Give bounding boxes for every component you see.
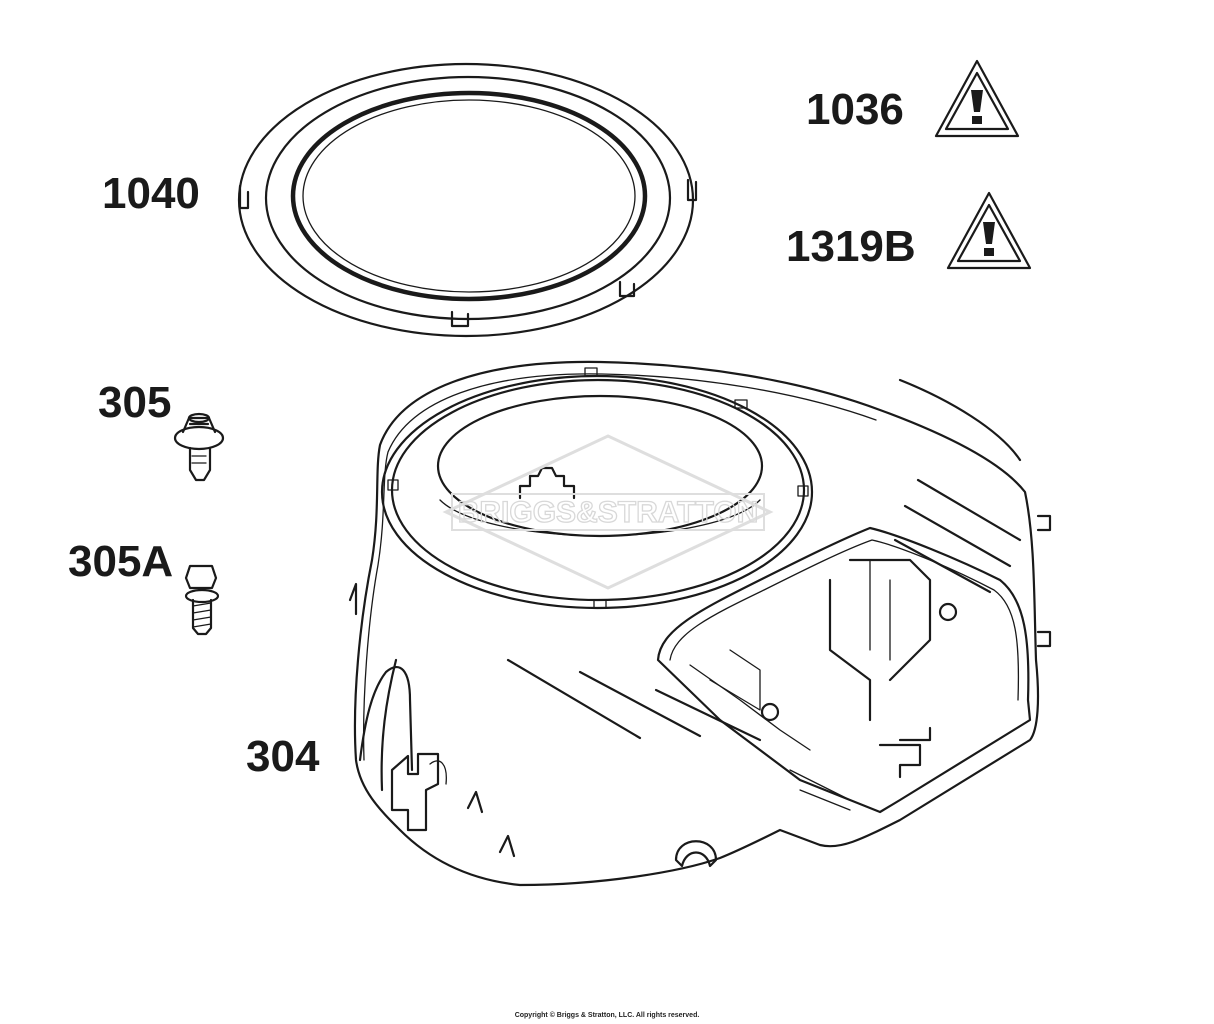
blower-housing-304 [348, 360, 1052, 887]
part-label-1036: 1036 [806, 85, 904, 134]
part-label-305a: 305A [68, 537, 174, 586]
part-label-1040: 1040 [102, 169, 200, 218]
part-label-305: 305 [98, 378, 172, 427]
bolt-305a [184, 564, 220, 636]
part-label-304: 304 [246, 732, 320, 781]
copyright-notice: Copyright © Briggs & Stratton, LLC. All … [514, 1012, 700, 1019]
brand-watermark: BRIGGS&STRATTON [442, 434, 774, 590]
screen-ring-1040 [237, 62, 698, 338]
watermark-text: BRIGGS&STRATTON [458, 496, 759, 529]
part-label-1319b: 1319B [786, 222, 916, 271]
warning-triangle-icon [946, 191, 1032, 270]
bolt-305 [173, 412, 225, 482]
warning-triangle-icon [934, 59, 1020, 138]
